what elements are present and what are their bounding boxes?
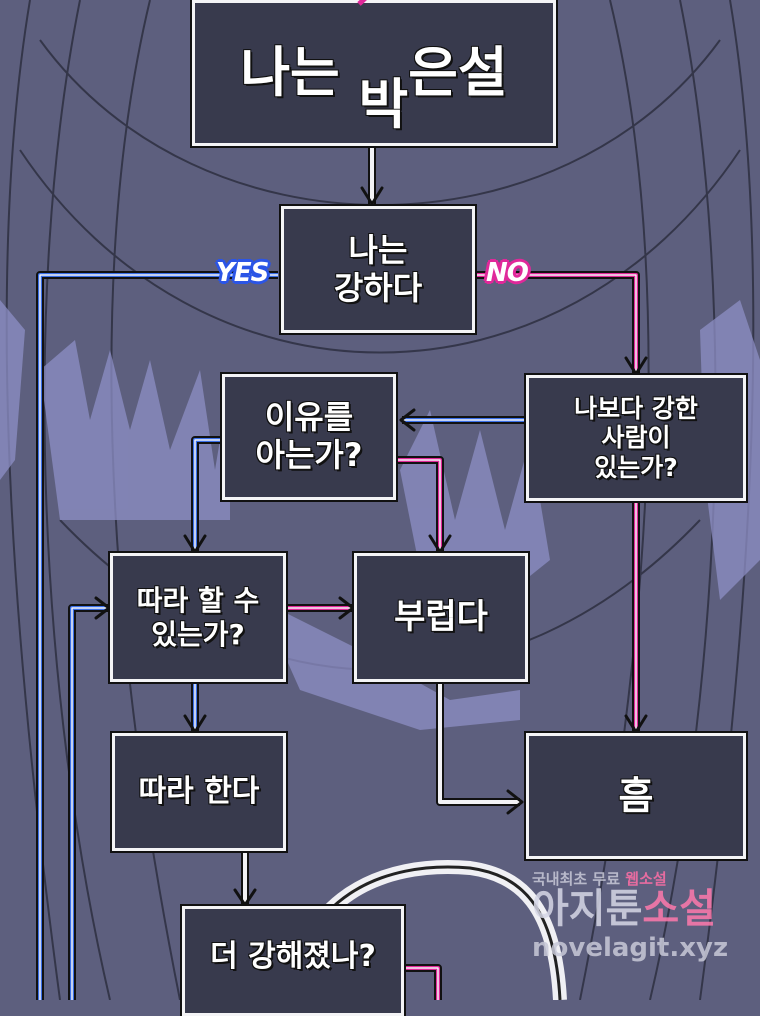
title-prefix: 나는 <box>240 41 359 105</box>
node-envy-text: 부럽다 <box>394 597 488 638</box>
node-can-follow: 따라 할 수 있는가? <box>110 553 286 682</box>
title-struck-syllable: 고 박 <box>356 0 409 200</box>
watermark-brand-b: 소설 <box>642 886 717 932</box>
yes-label: YES <box>216 258 269 288</box>
node-follow: 따라 한다 <box>112 733 286 851</box>
node-got-stronger-text: 더 강해졌나? <box>210 939 376 974</box>
node-hmm: 흠 <box>526 733 746 859</box>
node-got-stronger: 더 강해졌나? <box>182 906 404 1016</box>
watermark: 국내최초 무료 웹소설 아지툰소설 novelagit.xyz <box>532 868 752 963</box>
watermark-accent: 웹소설 <box>625 870 667 888</box>
node-can-follow-text: 따라 할 수 있는가? <box>136 584 260 651</box>
watermark-line1: 국내최초 무료 웹소설 <box>532 868 752 889</box>
title-suffix: 은설 <box>408 41 508 105</box>
strike-mark <box>356 0 367 6</box>
title-box: 나는 고 박 은설 <box>192 0 556 146</box>
node-envy: 부럽다 <box>354 553 528 682</box>
node-strong: 나는 강하다 <box>281 206 475 333</box>
node-strong-text: 나는 강하다 <box>333 230 423 307</box>
node-stronger-person: 나보다 강한 사람이 있는가? <box>526 375 746 501</box>
node-follow-text: 따라 한다 <box>138 774 260 810</box>
watermark-brand: 아지툰소설 <box>532 889 752 929</box>
node-know-reason-text: 이유를 아는가? <box>255 398 363 474</box>
no-label: NO <box>486 258 529 288</box>
node-know-reason: 이유를 아는가? <box>222 374 396 500</box>
node-hmm-text: 흠 <box>618 773 654 818</box>
watermark-line1-text: 국내최초 무료 <box>532 870 621 888</box>
watermark-brand-a: 아지툰 <box>532 886 643 932</box>
watermark-url: novelagit.xyz <box>532 933 729 963</box>
node-stronger-person-text: 나보다 강한 사람이 있는가? <box>574 393 698 482</box>
title-struck-text: 박 <box>358 73 409 136</box>
